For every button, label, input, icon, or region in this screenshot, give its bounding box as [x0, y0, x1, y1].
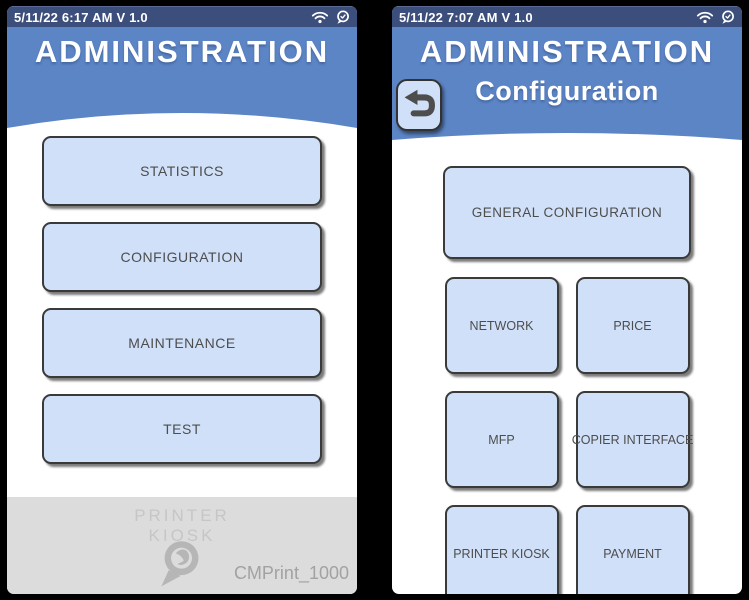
status-datetime-version: 5/11/22 6:17 AM V 1.0	[14, 9, 148, 25]
speech-bubble-logo-icon	[337, 9, 349, 24]
return-arrow-icon	[404, 89, 435, 117]
page-subtitle: Configuration	[475, 75, 659, 106]
test-button[interactable]: TEST	[42, 394, 322, 464]
status-icons	[311, 9, 350, 25]
grid-row: MFP COPIER INTERFACE	[444, 391, 693, 488]
maintenance-button[interactable]: MAINTENANCE	[42, 308, 322, 378]
configuration-screen: 5/11/22 7:07 AM V 1.0 ADMINISTRATION Con…	[392, 6, 742, 594]
brand-name-line2: KIOSK	[148, 526, 216, 545]
network-button[interactable]: NETWORK	[444, 277, 559, 374]
status-bar: 5/11/22 6:17 AM V 1.0	[7, 6, 357, 27]
grid-row: PRINTER KIOSK PAYMENT	[444, 505, 690, 594]
admin-header: ADMINISTRATION	[7, 27, 357, 132]
branding-footer: PRINTER KIOSK CMPrint_1000	[7, 497, 357, 594]
status-datetime-version: 5/11/22 7:07 AM V 1.0	[399, 9, 533, 25]
back-button[interactable]	[396, 79, 442, 131]
status-icons	[696, 9, 735, 25]
grid-row: NETWORK PRICE	[444, 277, 690, 374]
statistics-button[interactable]: STATISTICS	[42, 136, 322, 206]
status-bar: 5/11/22 7:07 AM V 1.0	[392, 6, 742, 27]
payment-button[interactable]: PAYMENT	[575, 505, 690, 594]
speech-bubble-logo-icon	[722, 9, 734, 24]
copier-interface-button[interactable]: COPIER INTERFACE	[572, 391, 693, 488]
header-curve	[7, 113, 357, 132]
price-button[interactable]: PRICE	[575, 277, 690, 374]
config-menu-grid: NETWORK PRICE MFP COPIER INTERFACE PRINT…	[392, 277, 742, 594]
admin-menu: STATISTICS CONFIGURATION MAINTENANCE TES…	[7, 132, 357, 464]
configuration-button[interactable]: CONFIGURATION	[42, 222, 322, 292]
brand-name-line1: PRINTER	[134, 506, 230, 525]
config-header: ADMINISTRATION Configuration	[392, 27, 742, 144]
page-title: ADMINISTRATION	[419, 34, 715, 69]
general-configuration-button[interactable]: GENERAL CONFIGURATION	[443, 166, 691, 259]
printer-kiosk-bubble-logo	[161, 541, 199, 587]
model-label: CMPrint_1000	[233, 563, 349, 583]
admin-main-screen: 5/11/22 6:17 AM V 1.0 ADMINISTRATION	[7, 6, 357, 594]
mfp-button[interactable]: MFP	[444, 391, 559, 488]
header-curve	[392, 133, 742, 144]
page-title: ADMINISTRATION	[34, 34, 330, 69]
printer-kiosk-button[interactable]: PRINTER KIOSK	[444, 505, 559, 594]
wifi-icon	[696, 11, 714, 24]
wifi-icon	[311, 11, 329, 24]
